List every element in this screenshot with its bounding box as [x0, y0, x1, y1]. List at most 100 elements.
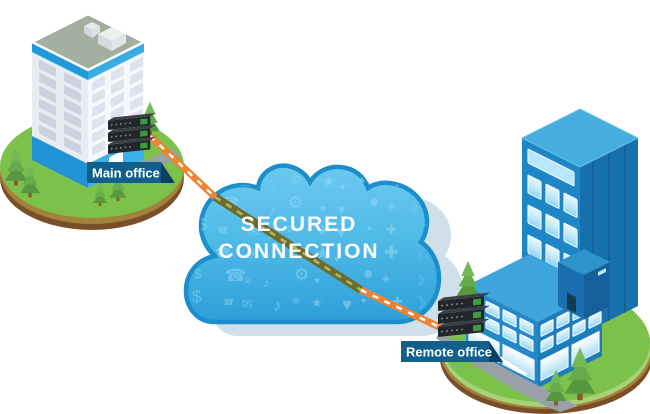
main-office-island: [0, 12, 184, 230]
window: [64, 111, 81, 129]
window: [92, 140, 105, 156]
cloud-pattern-glyph: ⚙: [290, 172, 302, 187]
window: [556, 311, 570, 329]
main-office-label: Main office: [87, 162, 175, 183]
cloud-pattern-glyph: ⚙: [292, 296, 300, 306]
window: [64, 98, 81, 116]
main-office-label-text: Main office: [92, 166, 160, 181]
cloud-pattern-glyph: ✚: [392, 294, 403, 309]
cloud-pattern-glyph: $: [198, 215, 208, 234]
window: [545, 243, 560, 269]
connection-cable: [147, 133, 454, 337]
window: [111, 79, 124, 95]
cloud-pattern-glyph: ♪: [271, 183, 276, 193]
remote-office-label-text: Remote office: [406, 345, 492, 360]
cloud-pattern-glyph: ☽: [411, 294, 426, 313]
cloud-pattern-glyph: ☎: [215, 245, 231, 260]
window: [130, 82, 143, 98]
window: [545, 183, 560, 209]
window: [39, 72, 56, 90]
cloud-pattern-glyph: ✚: [382, 274, 390, 284]
main-office-server-rack: [108, 112, 156, 154]
remote-office-island: [436, 108, 650, 414]
cloud-pattern-glyph: ✉: [244, 276, 252, 286]
cloud-pattern-glyph: $: [194, 266, 202, 281]
window: [64, 124, 81, 142]
cloud-pattern-glyph: ☽: [413, 273, 425, 288]
window: [519, 317, 534, 336]
window: [485, 316, 500, 335]
cloud-pattern-glyph: ●: [365, 243, 373, 258]
cloud-pattern-glyph: ☎: [217, 225, 228, 235]
window: [563, 192, 578, 218]
window: [64, 137, 81, 155]
cloud-pattern-glyph: ●: [363, 264, 373, 283]
cloud-pattern-glyph: ✉: [246, 245, 260, 264]
cloud-pattern-glyph: ★: [313, 275, 321, 285]
window: [111, 92, 124, 108]
cloud-pattern-glyph: ♥: [340, 182, 345, 192]
cloud-pattern-glyph: ♪: [263, 275, 270, 290]
cloud-pattern-glyph: ★: [311, 295, 323, 310]
cloud-pattern-glyph: $: [196, 246, 201, 256]
cloud-pattern-glyph: ✚: [384, 243, 398, 262]
cloud-pattern-glyph: ✚: [390, 171, 404, 190]
remote-office-label: Remote office: [401, 341, 503, 362]
window: [92, 127, 105, 143]
window: [39, 98, 56, 116]
ground-floor: [32, 136, 88, 188]
cloud-pattern-glyph: ♥: [334, 254, 339, 264]
cloud-title-line1: SECURED: [241, 213, 358, 236]
rooftop-unit: [558, 249, 610, 319]
window: [519, 333, 534, 352]
cloud-pattern-glyph: ♥: [338, 202, 346, 217]
cloud-pattern-glyph: ♥: [336, 223, 346, 242]
cloud-pattern-glyph: ★: [317, 223, 329, 238]
window: [572, 319, 586, 337]
cloud-pattern-glyph: ★: [321, 172, 336, 191]
remote-office-server-rack: [438, 292, 490, 337]
cloud-title-line2: CONNECTION: [218, 240, 379, 263]
rooftop-unit: [84, 22, 100, 38]
label-fold: [489, 341, 503, 362]
cloud-pattern-glyph: $: [192, 287, 202, 306]
window: [92, 101, 105, 117]
cloud-pattern-glyph: ♪: [265, 255, 270, 265]
window: [502, 309, 517, 328]
window: [556, 327, 570, 345]
cloud-pattern-glyph: ✉: [242, 296, 253, 311]
cloud-pattern-glyph: ●: [369, 192, 379, 211]
window: [563, 222, 578, 248]
window: [39, 111, 56, 129]
window: [130, 56, 143, 72]
window: [39, 124, 56, 142]
cloud-pattern-glyph: ♪: [273, 296, 282, 315]
cloud-pattern-glyph: ⚙: [294, 265, 309, 284]
window: [92, 114, 105, 130]
window: [111, 105, 124, 121]
cloud-pattern-glyph: ★: [315, 244, 330, 263]
main-office-building: [29, 12, 147, 188]
cloud-pattern-glyph: ●: [359, 171, 367, 186]
door: [567, 292, 576, 313]
cloud-pattern-glyph: ★: [319, 203, 327, 213]
building-face-left: [32, 51, 88, 188]
window: [502, 325, 517, 344]
cloud-pattern-glyph: ☽: [407, 201, 419, 216]
cloud-pattern-glyph: ⚙: [288, 193, 303, 212]
window: [39, 85, 56, 103]
cloud-pattern-glyph: ♪: [269, 203, 276, 218]
cloud-pattern-glyph: ☽: [415, 253, 423, 263]
label-fold: [161, 162, 175, 183]
window: [588, 311, 602, 329]
window: [540, 335, 554, 353]
roof-band: [32, 42, 88, 80]
roof-band: [88, 42, 144, 80]
window-grid: [540, 295, 602, 353]
window: [111, 66, 124, 82]
cloud-pattern-glyph: ●: [367, 223, 372, 233]
vent: [598, 268, 606, 277]
cloud-pattern-glyph: ☎: [225, 266, 246, 285]
window: [527, 174, 542, 200]
